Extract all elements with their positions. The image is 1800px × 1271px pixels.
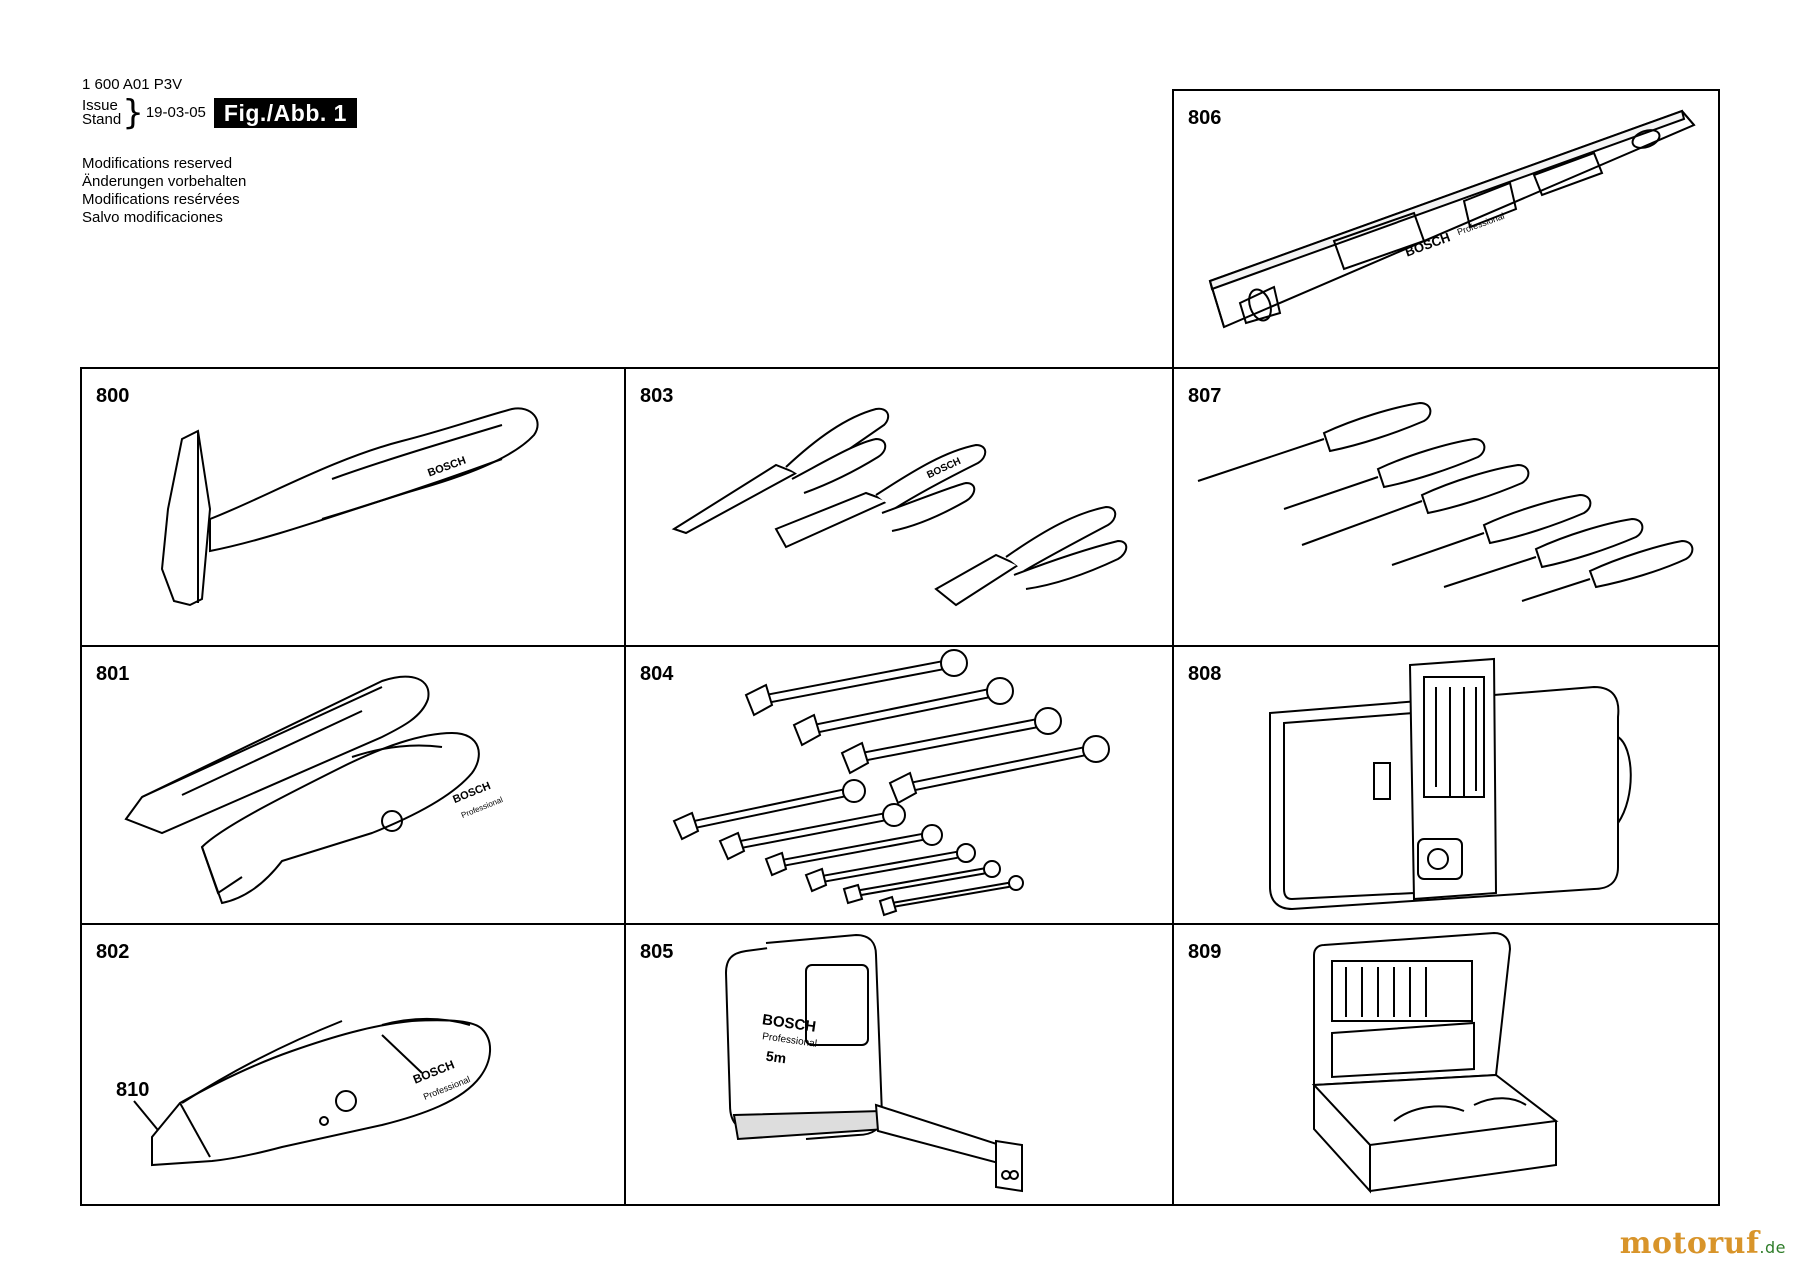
panel-number: 802 [96,941,130,963]
panel-803: 803 BOSCH [624,367,1175,647]
issue-date: 19-03-05 [145,104,206,121]
screwdriver-set-illustration [1197,401,1694,602]
stand-label: Stand [82,111,122,128]
panel-number: 809 [1188,941,1222,963]
folding-knife-illustration [133,1018,491,1167]
spirit-level-illustration [1208,109,1696,329]
size-text: 5m [764,1047,788,1067]
watermark-tld: .de [1759,1238,1786,1257]
pliers-illustration [671,407,1128,607]
panel-number: 807 [1188,385,1222,407]
modification-line: Modifications reserved [82,155,233,172]
panel-800: 800 BOSCH [80,367,626,647]
panel-806: 806 BOSCH Professional [1172,89,1720,369]
panel-809: 809 [1172,923,1720,1206]
brace-glyph: } [122,93,144,133]
panel-808: 808 [1172,645,1720,926]
panel-802: 802 810 BOSCH Professional [80,923,626,1206]
panel-805: 805 BOSCH Professional 5m [624,923,1175,1206]
panel-number: 806 [1188,107,1222,129]
hammer-illustration [160,407,539,607]
wrench-set-illustration [672,649,1110,917]
panel-number: 801 [96,663,130,685]
watermark-text: motoruf [1619,1226,1760,1261]
issue-block: Issue Stand } 19-03-05 Fig./Abb. 1 [82,93,357,133]
panel-804: 804 [624,645,1175,926]
figure-label: Fig./Abb. 1 [213,98,357,128]
panel-number: 805 [640,941,674,963]
issue-labels: Issue Stand [82,97,122,128]
callout-810: 810 [116,1079,150,1101]
modification-line: Salvo modificaciones [82,209,223,226]
panel-801: 801 BOSCH Professional [80,645,626,926]
modification-line: Änderungen vorbehalten [82,173,247,190]
panel-number: 804 [640,663,674,685]
panel-number: 803 [640,385,674,407]
panel-number: 808 [1188,663,1222,685]
modifications-notice: Modifications reserved Änderungen vorbeh… [82,155,246,227]
tape-measure-illustration [724,933,1023,1193]
panel-807: 807 [1172,367,1720,647]
panel-number: 800 [96,385,130,407]
modification-line: Modifications resérvées [82,191,240,208]
part-number: 1 600 A01 P3V [82,76,183,93]
issue-label: Issue [82,97,118,114]
watermark: motoruf.de [1620,1226,1786,1261]
tool-case-illustration [1311,931,1559,1194]
cutter-knives-illustration [124,675,480,905]
tool-roll-bag-illustration [1269,657,1632,911]
